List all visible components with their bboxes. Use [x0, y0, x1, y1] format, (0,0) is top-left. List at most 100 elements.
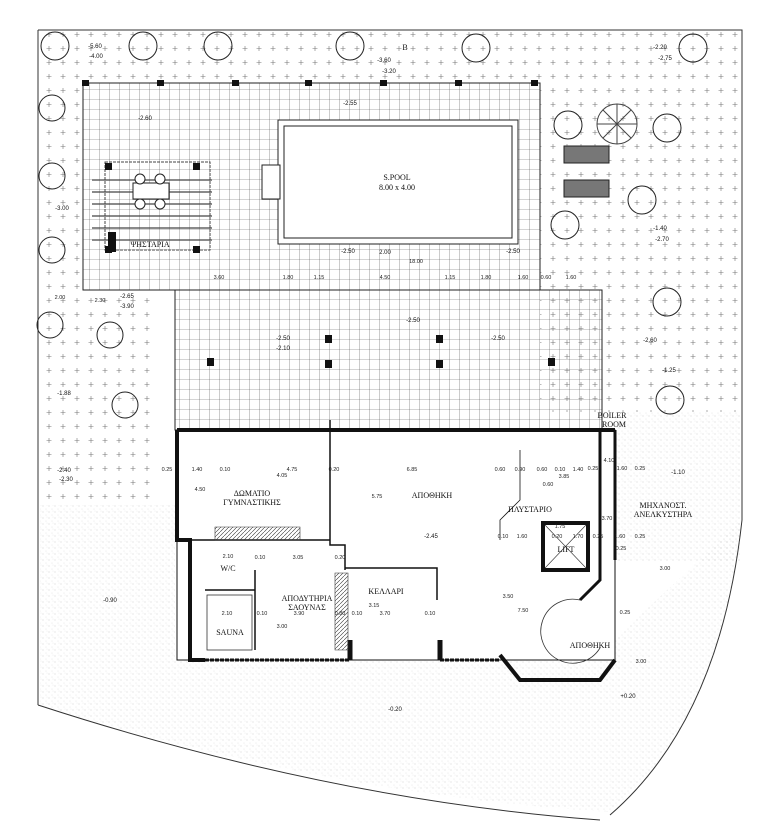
lift-cross [544, 524, 587, 569]
room-label-sauna-changing-1: ΑΠΟΔΥΤΗΡΙΑ [282, 594, 333, 603]
level-marker: -2.40 [57, 468, 71, 474]
dimension-label: 1.60 [617, 466, 628, 472]
dimension-label: 1.60 [566, 275, 577, 281]
building-walls [175, 420, 617, 682]
level-marker: -2.50 [506, 249, 520, 255]
garden-left [40, 82, 82, 502]
level-marker: -2.20 [653, 45, 667, 51]
dimension-label: 1.75 [555, 524, 566, 530]
dimension-label: 3.90 [294, 611, 305, 617]
dimension-label: 0.10 [555, 467, 566, 473]
level-marker: -2.45 [424, 534, 438, 540]
dimension-label: 0.10 [220, 467, 231, 473]
room-label-stair-storage: ΑΠΟΘΗΚΗ [570, 641, 611, 650]
dimension-label: 4.05 [277, 473, 288, 479]
pergola [104, 161, 211, 251]
garden-top [40, 32, 740, 82]
spiral-staircase [540, 598, 601, 664]
dimension-label: 3.05 [293, 555, 304, 561]
dimension-label: 0.25 [593, 534, 604, 540]
terrace-lower-grid [174, 289, 603, 431]
room-label-storage: ΑΠΟΘΗΚΗ [412, 491, 453, 500]
dimension-label: 2.10 [223, 554, 234, 560]
room-label-lift-machine-2: ΑΝΕΛΚΥΣΤΗΡΑ [634, 510, 693, 519]
dimension-label: 0.10 [498, 534, 509, 540]
level-marker: -1.10 [671, 470, 685, 476]
tree-icons [36, 31, 708, 419]
wardrobe-cellar [334, 572, 349, 651]
sunbed-icons [563, 145, 610, 198]
room-label-wc: W/C [220, 564, 235, 573]
dimension-label: 0.10 [352, 611, 363, 617]
dimension-label: 2.00 [55, 295, 66, 301]
level-marker: -2.50 [406, 318, 420, 324]
room-label-lift-machine-1: ΜΗΧΑΝΟΣΤ. [640, 501, 687, 510]
room-label-cellar: ΚΕΛΛΑΡΙ [368, 587, 403, 596]
section-mark: B [402, 43, 407, 52]
umbrella-icon [596, 103, 638, 145]
level-marker: -4.00 [89, 54, 103, 60]
dimension-label: 0.20 [552, 534, 563, 540]
level-marker: -2.30 [59, 477, 73, 483]
room-label-sauna-changing-2: ΣΑΟΥΝΑΣ [288, 603, 326, 612]
room-label-pool: S.POOL [383, 173, 410, 182]
level-marker: +0.20 [620, 694, 636, 700]
dimension-label: 1.60 [517, 534, 528, 540]
level-marker: -2.70 [655, 237, 669, 243]
dimension-label: 6.85 [407, 467, 418, 473]
site-boundary [37, 29, 743, 821]
level-marker: -1.25 [662, 368, 676, 374]
level-marker: -1.40 [653, 226, 667, 232]
dimension-label: 0.25 [635, 466, 646, 472]
level-marker: 2.00 [379, 250, 391, 256]
gravel-area-left [40, 505, 740, 812]
dimension-label: 0.25 [588, 466, 599, 472]
dimension-label: 0.90 [515, 467, 526, 473]
level-marker: -2.50 [341, 249, 355, 255]
dimension-label: 0.10 [255, 555, 266, 561]
dimension-label: 0.25 [162, 467, 173, 473]
dimension-label: 1.70 [573, 534, 584, 540]
dimension-label: 2.30 [95, 298, 106, 304]
level-marker: -3.60 [377, 58, 391, 64]
dimension-label: 3.70 [602, 516, 613, 522]
level-marker: -2.50 [491, 336, 505, 342]
pergola-slats [92, 179, 212, 241]
dimension-label: 3.70 [380, 611, 391, 617]
dimension-label: 3.00 [660, 566, 671, 572]
dimension-label: 0.10 [257, 611, 268, 617]
dimension-label: 1.60 [518, 275, 529, 281]
level-marker: -0.20 [388, 707, 402, 713]
level-marker: -3.90 [120, 304, 134, 310]
room-label-gym-1: ΔΩΜΑΤΙΟ [234, 489, 271, 498]
level-marker: -3.20 [382, 69, 396, 75]
level-marker: -2.10 [276, 346, 290, 352]
sauna-room [206, 594, 253, 651]
dining-table-icon [132, 173, 170, 210]
room-label-pool-size: 8.00 x 4.00 [379, 183, 415, 192]
room-label-laundry: ΠΛΥΣΤΑΡΙΟ [508, 505, 552, 514]
dimension-label: 3.00 [636, 659, 647, 665]
dimension-label: 3.60 [214, 275, 225, 281]
dimension-label: 3.15 [369, 603, 380, 609]
dimension-label: 1.80 [481, 275, 492, 281]
dimension-label: 0.25 [620, 610, 631, 616]
dimension-label: 4.75 [287, 467, 298, 473]
dimension-label: 4.50 [380, 275, 391, 281]
level-marker: -2.60 [643, 338, 657, 344]
dimension-label: 0.60 [543, 482, 554, 488]
dimension-label: 4.50 [195, 487, 206, 493]
level-marker: -1.88 [57, 391, 71, 397]
dimension-label: 1.40 [573, 467, 584, 473]
lift-shaft [541, 521, 590, 572]
dimension-label: 5.75 [372, 494, 383, 500]
dimension-label: 1.15 [314, 275, 325, 281]
dimension-label: 4.10 [604, 458, 615, 464]
dimension-label: 1.40 [192, 467, 203, 473]
dimension-label: 0.10 [425, 611, 436, 617]
level-marker: -5.60 [88, 44, 102, 50]
dimension-label: 0.60 [537, 467, 548, 473]
room-label-grill: ΨΗΣΤΑΡΙΑ [130, 240, 169, 249]
level-marker: -0.90 [103, 598, 117, 604]
room-label-boiler-1: BOILER [598, 411, 628, 420]
